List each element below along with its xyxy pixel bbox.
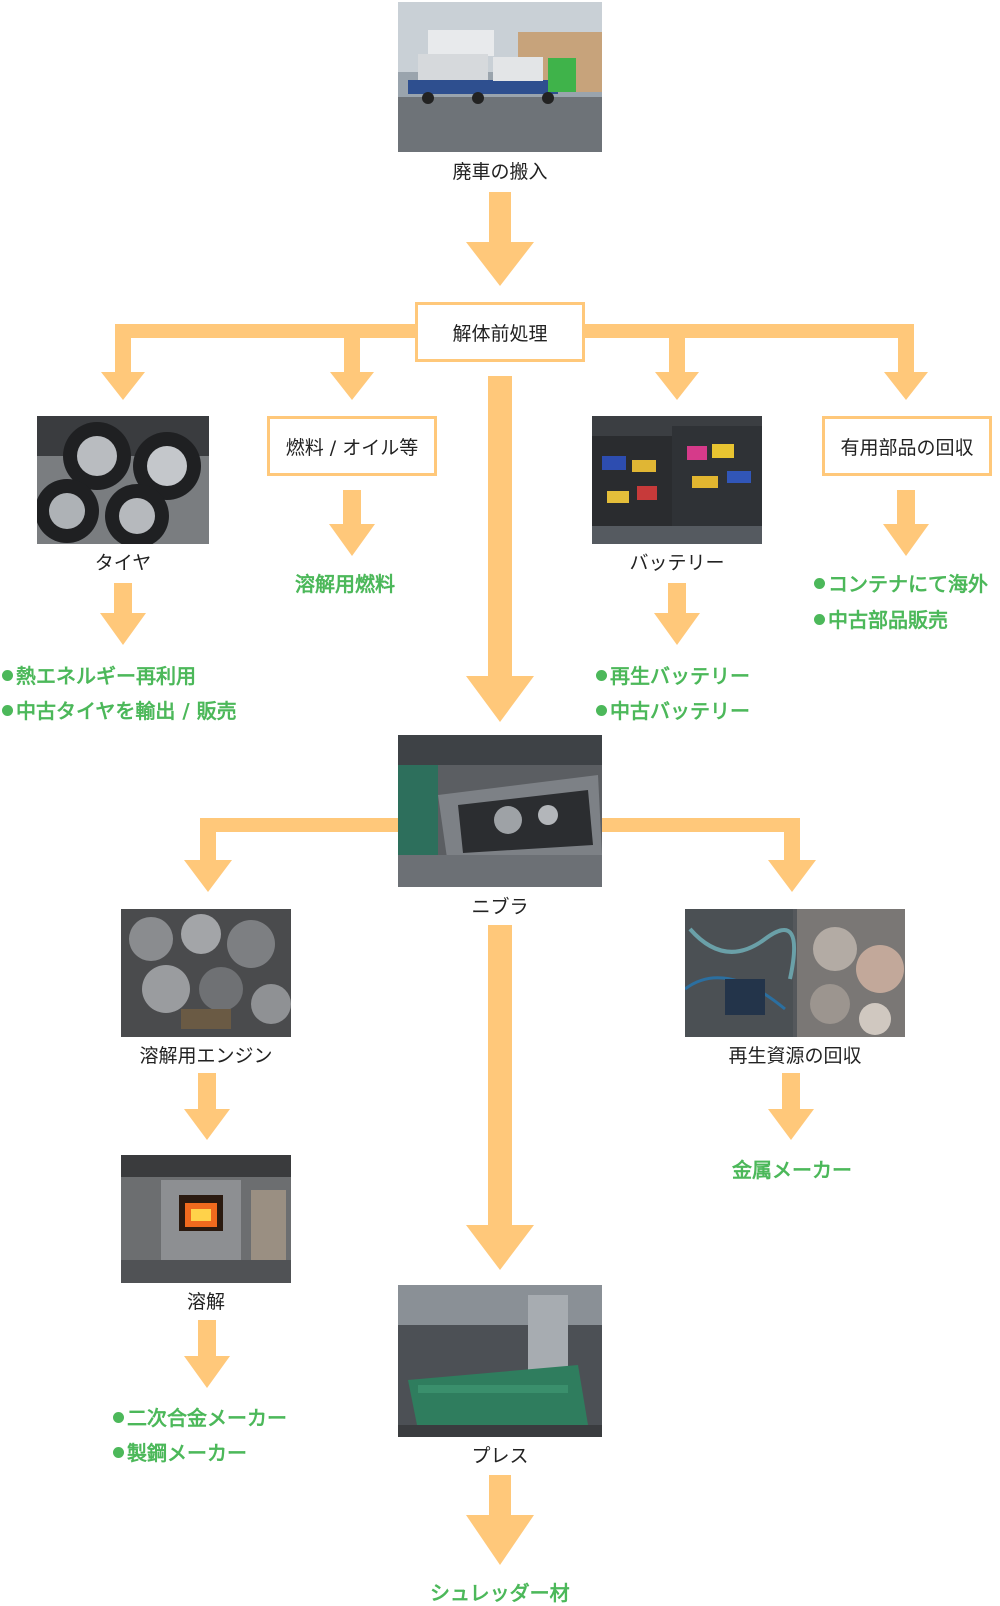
pretreatment-box: 解体前処理 — [415, 302, 585, 362]
bullet-icon — [814, 578, 825, 589]
recycled-resources-photo — [685, 909, 905, 1037]
fuel-box: 燃料 / オイル等 — [267, 416, 437, 476]
bullet-icon — [814, 614, 825, 625]
engine-label: 溶解用エンジン — [139, 1045, 273, 1067]
bullet-icon — [596, 705, 607, 716]
bullet-icon — [596, 670, 607, 681]
parts-output-item: コンテナにて海外 — [814, 568, 988, 597]
tire-output-item: 熱エネルギー再利用 — [2, 660, 196, 689]
bullet-icon — [2, 670, 13, 681]
recycled-output: 金属メーカー — [732, 1158, 852, 1182]
recycled-label: 再生資源の回収 — [728, 1045, 862, 1067]
tire-output-item: 中古タイヤを輸出 / 販売 — [2, 695, 237, 724]
bullet-icon — [2, 705, 13, 716]
melting-output-item: 製鋼メーカー — [113, 1437, 247, 1466]
bullet-icon — [113, 1412, 124, 1423]
battery-photo — [592, 416, 762, 544]
bullet-icon — [113, 1447, 124, 1458]
tire-label: タイヤ — [94, 552, 152, 574]
press-output: シュレッダー材 — [430, 1581, 570, 1605]
battery-output-item: 中古バッテリー — [596, 695, 750, 724]
press-photo — [398, 1285, 602, 1437]
press-label: プレス — [471, 1445, 529, 1467]
parts-output-item: 中古部品販売 — [814, 604, 948, 633]
parts-box: 有用部品の回収 — [822, 416, 992, 476]
battery-output-item: 再生バッテリー — [596, 660, 750, 689]
nibbler-label: ニブラ — [471, 896, 529, 918]
melting-output-item: 二次合金メーカー — [113, 1402, 287, 1431]
battery-label: バッテリー — [629, 552, 725, 574]
tire-photo — [37, 416, 209, 544]
melting-label: 溶解 — [186, 1291, 225, 1313]
arrival-label: 廃車の搬入 — [452, 161, 548, 183]
fuel-output: 溶解用燃料 — [295, 572, 395, 596]
engine-photo — [121, 909, 291, 1037]
melting-photo — [121, 1155, 291, 1283]
vehicle-arrival-photo — [398, 2, 602, 152]
nibbler-photo — [398, 735, 602, 887]
